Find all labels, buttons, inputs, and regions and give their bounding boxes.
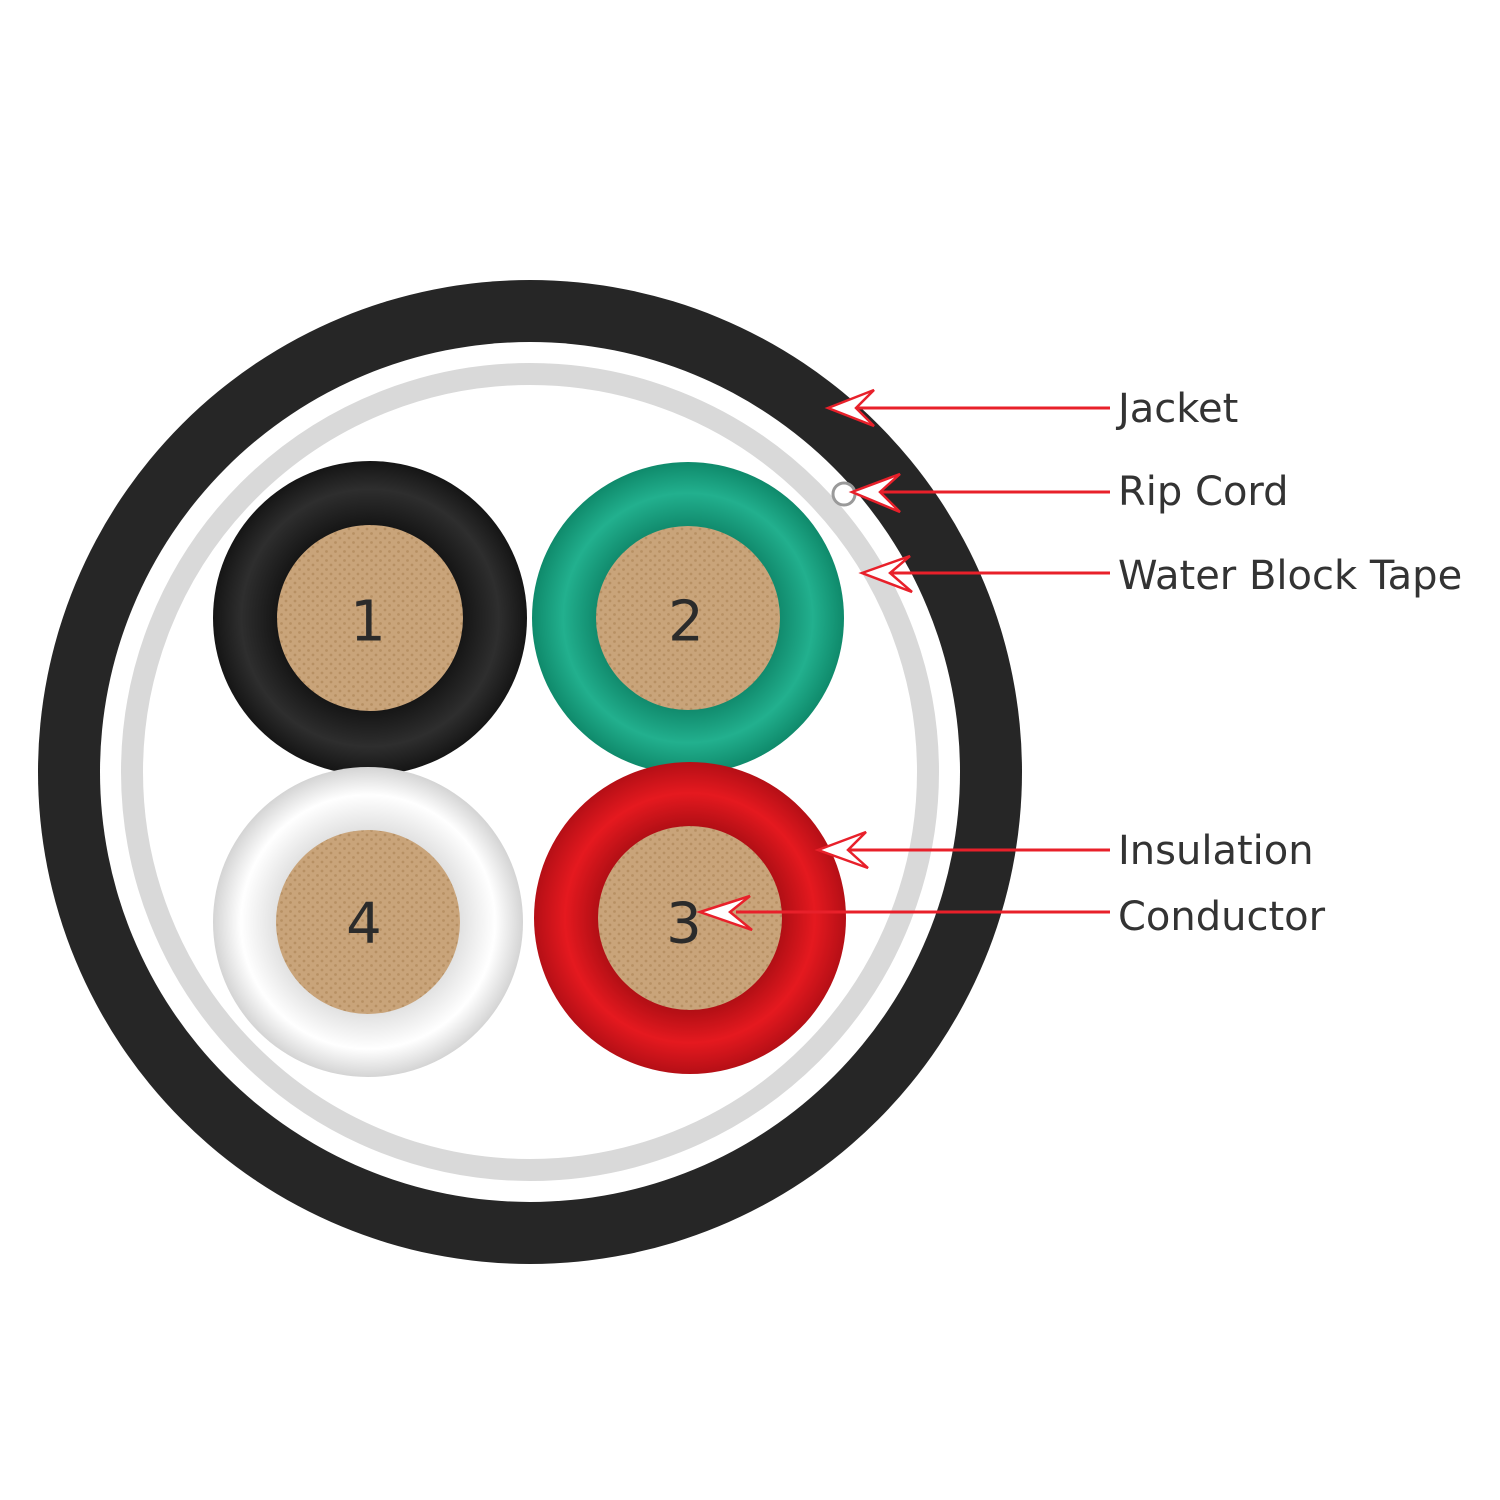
conductor-number-3: 3 bbox=[666, 892, 702, 957]
conductor-3: 3 bbox=[534, 762, 846, 1074]
label-insulation: Insulation bbox=[1118, 828, 1314, 874]
conductor-core-2 bbox=[596, 526, 780, 710]
label-conductor: Conductor bbox=[1118, 894, 1326, 940]
conductor-number-2: 2 bbox=[668, 590, 704, 655]
pointer-conductor bbox=[696, 894, 1110, 932]
label-jacket: Jacket bbox=[1115, 386, 1238, 432]
pointer-insulation bbox=[814, 830, 1110, 870]
label-water-block-tape: Water Block Tape bbox=[1118, 553, 1462, 599]
conductor-1: 1 bbox=[213, 461, 527, 775]
jacket bbox=[38, 280, 1022, 1264]
pointer-rip-cord bbox=[848, 472, 1110, 514]
pointer-jacket bbox=[824, 388, 1110, 428]
water-block-tape bbox=[121, 363, 939, 1181]
pointer-water-block-tape bbox=[858, 554, 1110, 594]
conductor-core-1 bbox=[277, 525, 463, 711]
conductor-4: 4 bbox=[213, 767, 523, 1077]
conductor-2: 2 bbox=[532, 462, 844, 774]
conductor-core-4 bbox=[276, 830, 460, 1014]
label-rip-cord: Rip Cord bbox=[1118, 469, 1289, 515]
conductor-core-3 bbox=[598, 826, 782, 1010]
conductor-number-4: 4 bbox=[346, 892, 382, 957]
rip-cord bbox=[831, 481, 857, 507]
conductor-number-1: 1 bbox=[350, 590, 386, 655]
